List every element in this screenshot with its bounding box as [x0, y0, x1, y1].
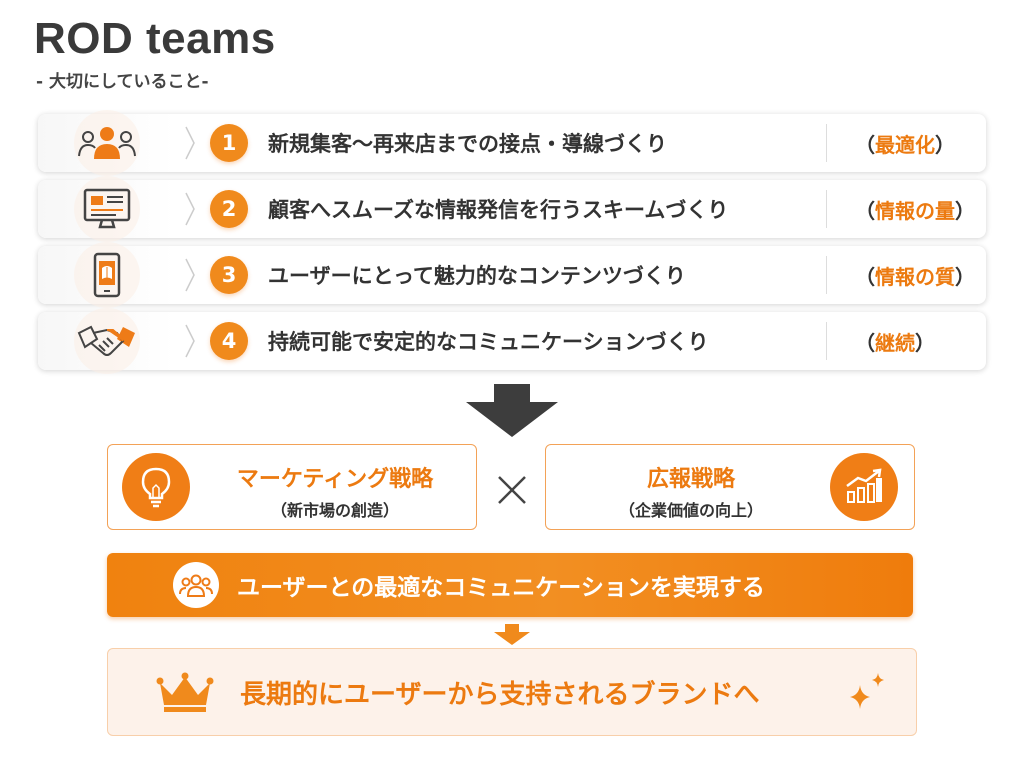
- result-bar: ユーザーとの最適なコミュニケーションを実現する: [107, 553, 913, 617]
- marketing-strategy-title: マーケティング戦略: [236, 467, 434, 492]
- principle-row-3: 3 ユーザーにとって魅力的なコンテンツづくり （情報の質）: [38, 242, 986, 308]
- principle-row-2: 2 顧客へスムーズな情報発信を行うスキームづくり （情報の量）: [38, 176, 986, 242]
- goal-box: 長期的にユーザーから支持されるブランドへ: [107, 648, 917, 736]
- down-arrow-icon: [466, 384, 558, 437]
- row-text: 持続可能で安定的なコミュニケーションづくり: [268, 330, 709, 354]
- row-icon-cell: [38, 242, 176, 308]
- row-tag-highlight: 情報の量: [875, 198, 955, 223]
- marketing-strategy-subtitle: （新市場の創造）: [270, 501, 399, 520]
- row-number: 1: [210, 124, 248, 162]
- monitor-icon: [83, 188, 131, 229]
- row-icon-cell: [38, 308, 176, 374]
- row-tag-highlight: 最適化: [875, 132, 935, 157]
- pr-strategy-subtitle: （企業価値の向上）: [618, 501, 763, 520]
- multiply-symbol: [496, 474, 528, 510]
- row-number: 3: [210, 256, 248, 294]
- smartphone-icon: [93, 252, 121, 298]
- chevron-right-icon: [176, 180, 204, 238]
- row-number: 2: [210, 190, 248, 228]
- sparkle-icon: [850, 673, 884, 709]
- group-icon: [179, 574, 213, 597]
- lightbulb-icon: [141, 467, 171, 508]
- pr-strategy-title: 広報戦略: [646, 467, 735, 492]
- row-tag: （最適化）: [855, 132, 955, 157]
- principle-row-1: 1 新規集客〜再来店までの接点・導線づくり （最適化）: [38, 110, 986, 176]
- row-divider: [826, 322, 827, 360]
- pr-strategy-box: 広報戦略 （企業価値の向上）: [545, 444, 915, 530]
- marketing-strategy-box: マーケティング戦略 （新市場の創造）: [107, 444, 477, 530]
- row-number: 4: [210, 322, 248, 360]
- page-title: ROD teams: [34, 14, 276, 63]
- group-icon-circle: [173, 562, 219, 608]
- row-text: ユーザーにとって魅力的なコンテンツづくり: [268, 264, 686, 288]
- row-tag-highlight: 継続: [875, 330, 915, 355]
- principle-row-4: 4 持続可能で安定的なコミュニケーションづくり （継続）: [38, 308, 986, 374]
- row-divider: [826, 256, 827, 294]
- goal-text: 長期的にユーザーから支持されるブランドへ: [240, 679, 760, 710]
- row-divider: [826, 124, 827, 162]
- small-down-arrow-icon: [494, 624, 530, 645]
- result-bar-text: ユーザーとの最適なコミュニケーションを実現する: [237, 575, 765, 601]
- row-divider: [826, 190, 827, 228]
- row-tag: （情報の量）: [855, 198, 975, 223]
- chevron-right-icon: [176, 312, 204, 370]
- row-tag-highlight: 情報の質: [875, 264, 955, 289]
- crown-icon: [156, 672, 214, 712]
- handshake-icon: [77, 325, 135, 356]
- page-subtitle: - 大切にしていること-: [36, 72, 209, 92]
- people-icon: [78, 127, 136, 159]
- row-text: 新規集客〜再来店までの接点・導線づくり: [268, 132, 667, 156]
- row-tag: （継続）: [855, 330, 935, 355]
- lightbulb-icon-circle: [122, 453, 190, 521]
- row-icon-cell: [38, 176, 176, 242]
- growth-chart-icon-circle: [830, 453, 898, 521]
- multiply-icon: [498, 476, 526, 504]
- chevron-right-icon: [176, 114, 204, 172]
- growth-chart-icon: [846, 468, 882, 503]
- row-icon-cell: [38, 110, 176, 176]
- chevron-right-icon: [176, 246, 204, 304]
- row-text: 顧客へスムーズな情報発信を行うスキームづくり: [268, 198, 729, 222]
- row-tag: （情報の質）: [855, 264, 975, 289]
